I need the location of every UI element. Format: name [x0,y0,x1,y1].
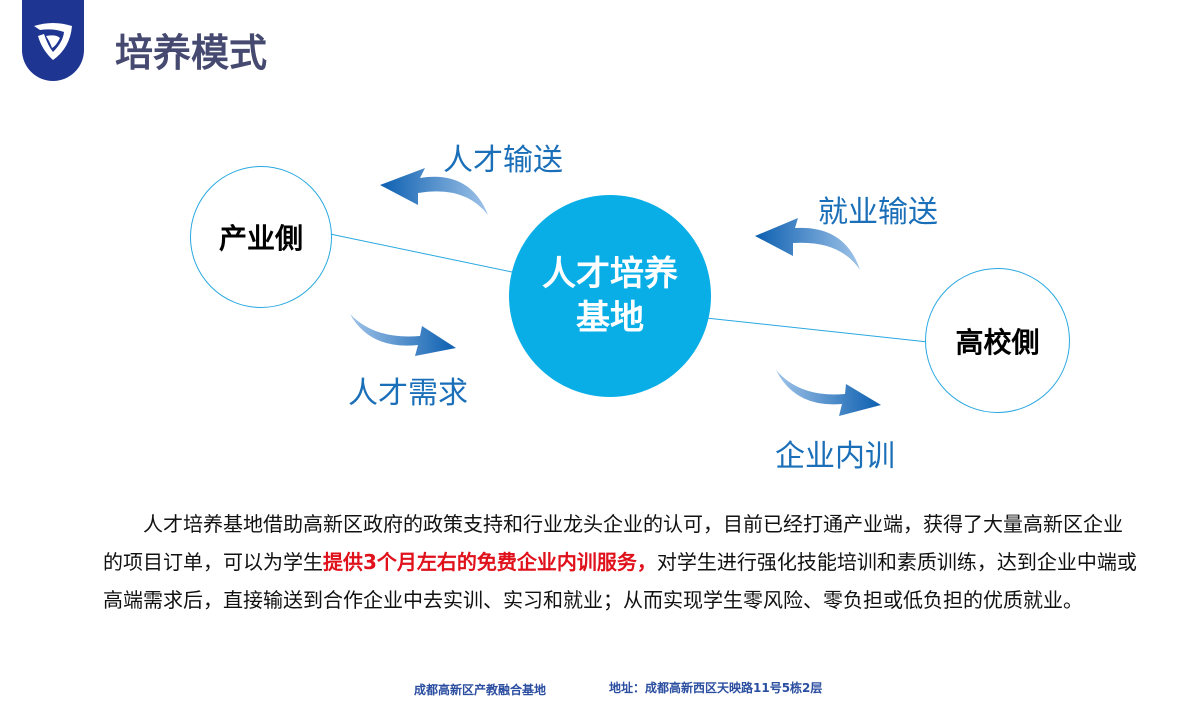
center-line-1: 人才培养 [542,254,678,294]
label-enterprise-training: 企业内训 [775,439,895,474]
shield-logo-icon [34,23,72,60]
industry-side-label: 产业側 [218,222,303,255]
description-paragraph: 人才培养基地借助高新区政府的政策支持和行业龙头企业的认可，目前已经打通产业端，获… [103,505,1138,619]
footer-org: 成都高新区产教融合基地 [414,683,547,697]
arrow-enterprise-training [776,370,881,416]
center-line-2: 基地 [576,298,644,338]
arrow-talent-supply [380,168,488,215]
arrow-talent-demand [350,314,456,356]
arrow-employment-supply [755,218,860,270]
page-title: 培养模式 [115,31,268,75]
para-text: 人才培养基地借助高新区政府的政策支持和行业龙头企业的认可，目前已经打通产业端，获… [103,512,1123,574]
university-side-circle: 高校側 [925,268,1070,413]
industry-side-circle: 产业側 [190,166,332,308]
university-side-label: 高校側 [955,325,1040,359]
label-talent-demand: 人才需求 [348,376,468,411]
talent-base-circle: 人才培养基地 [509,195,711,397]
para-text-end: 对学生进行强化技能培训和素质训练，达到企业中端或高端需求后，直接输送到合作企业中… [103,550,1137,612]
logo [22,0,84,81]
label-employment-supply: 就业输送 [818,195,938,230]
diagram-graphics [329,168,929,416]
footer-address: 地址：成都高新西区天映路11号5栋2层 [609,681,823,695]
connector-left [329,233,513,273]
label-talent-supply: 人才输送 [443,143,563,178]
para-highlight: 提供3个月左右的免费企业内训服务， [323,550,657,574]
connector-right [705,317,929,343]
